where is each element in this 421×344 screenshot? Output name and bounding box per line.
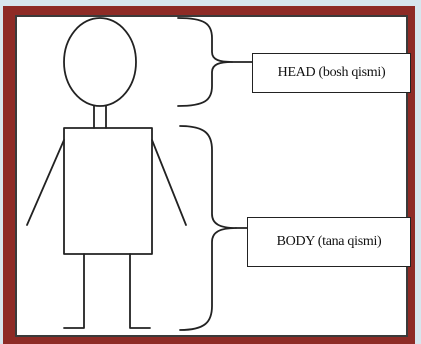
figure-left-leg [64, 254, 84, 328]
body-brace [180, 126, 236, 330]
figure-neck [94, 106, 106, 128]
figure-right-leg [130, 254, 150, 328]
figure-head [64, 18, 136, 106]
figure-right-arm [152, 140, 186, 225]
head-label: HEAD (bosh qismi) [252, 53, 411, 93]
figure-left-arm [27, 140, 64, 225]
figure-torso [64, 128, 152, 254]
head-brace [178, 18, 232, 106]
body-label: BODY (tana qismi) [247, 217, 411, 267]
